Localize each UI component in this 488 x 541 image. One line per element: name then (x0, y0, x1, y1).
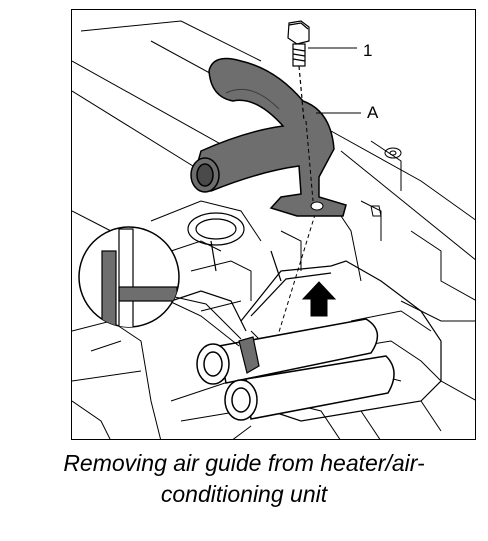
arrow-up-icon (301, 281, 337, 317)
illustration-svg (72, 20, 475, 439)
leader-lines (165, 47, 361, 347)
bolt-icon (287, 20, 310, 122)
background-structure (72, 20, 475, 439)
heater-unit-housing (170, 212, 442, 422)
callout-bolt-label: 1 (363, 41, 373, 60)
air-guide (190, 57, 347, 217)
detail-magnifier-icon (78, 226, 180, 328)
technical-illustration (71, 9, 476, 440)
coolant-pipes (196, 318, 395, 421)
callout-air-guide-label: A (367, 103, 379, 122)
caption-line-1: Removing air guide from heater/air- (63, 450, 425, 476)
figure-caption: Removing air guide from heater/air- cond… (0, 448, 488, 510)
caption-line-2: conditioning unit (160, 481, 328, 507)
secondary-fastener (370, 147, 402, 217)
pipe-clip (238, 336, 260, 374)
